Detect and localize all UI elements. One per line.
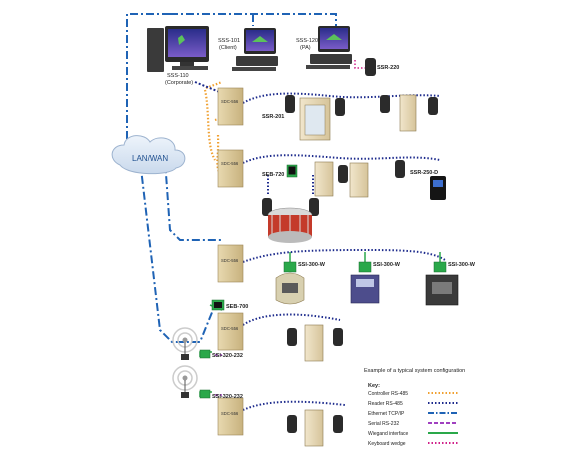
row4-devices	[287, 324, 343, 362]
controller-2: SDC-556	[217, 149, 244, 188]
controller-4-label: SDC-556	[221, 326, 239, 331]
controller-1-label: SDC-556	[221, 99, 239, 104]
turnstile	[267, 207, 313, 243]
controller-3: SDC-556	[217, 244, 244, 283]
ssi300w-1-label: SSI-300-W	[298, 262, 326, 268]
legend-item-label: Serial RS-232	[368, 421, 399, 427]
legend-item: Controller RS-485	[368, 391, 458, 397]
ssi300w-2-label: SSI-300-W	[373, 262, 401, 268]
legend-item: Reader RS-485	[368, 401, 458, 407]
controller-4: SDC-556	[217, 312, 244, 351]
workstation-client: SSS-101 (Client)	[218, 28, 278, 71]
workstation-pa: SSS-120 (PA)	[296, 26, 352, 69]
ssr201-label: SSR-201	[262, 114, 284, 120]
seb700-device: SEB-700	[211, 299, 248, 311]
workstation-corporate-line1: SSS-110	[167, 73, 189, 79]
row2-devices: SEB-720 SSR-250-D	[262, 160, 446, 243]
legend-item-label: Wiegand interface	[368, 431, 409, 437]
corporate-link	[194, 81, 223, 94]
legend-item: Serial RS-232	[368, 421, 458, 427]
wireless-unit-1: SSI-320-232	[172, 327, 243, 360]
workstation-corporate: SSS-110 (Corporate)	[147, 26, 209, 86]
serial-lines	[215, 354, 222, 396]
workstation-pa-line2: (PA)	[300, 45, 311, 51]
ssr250d-label: SSR-250-D	[410, 170, 438, 176]
legend-item: Keyboard wedge	[368, 441, 458, 447]
seb700-label: SEB-700	[226, 304, 248, 310]
ssr220-reader: SSR-220	[365, 58, 399, 76]
controller-5: SDC-556	[217, 397, 244, 436]
ssr220-label: SSR-220	[377, 65, 399, 71]
legend-item-label: Controller RS-485	[368, 391, 408, 397]
controller-5-label: SDC-556	[221, 411, 239, 416]
legend-item: Ethernet TCP/IP	[368, 411, 458, 417]
controller-2-label: SDC-556	[221, 161, 239, 166]
seb720-label: SEB-720	[262, 172, 284, 178]
ssi320-1-label: SSI-320-232	[212, 353, 243, 359]
ssi300w-3-label: SSI-300-W	[448, 262, 476, 268]
reader-rs485-lines	[242, 92, 446, 411]
lan-wan-cloud: LAN/WAN	[111, 135, 186, 175]
row3-devices: SSI-300-W SSI-300-W SSI-300-W	[275, 261, 476, 306]
legend: Example of a typical system configuratio…	[364, 368, 465, 447]
row1-devices: SSR-201	[262, 94, 438, 141]
workstation-client-line1: SSS-101	[218, 38, 240, 44]
legend-heading: Key:	[368, 383, 380, 389]
legend-item: Wiegand interface	[368, 431, 458, 437]
legend-item-label: Reader RS-485	[368, 401, 403, 407]
controller-1: SDC-556	[217, 87, 244, 126]
legend-title: Example of a typical system configuratio…	[364, 368, 465, 374]
controller-3-label: SDC-556	[221, 258, 239, 263]
ssi320-2-label: SSI-320-232	[212, 394, 243, 400]
keyboard-wedge-line	[354, 60, 365, 69]
legend-item-label: Keyboard wedge	[368, 441, 406, 447]
wireless-unit-2: SSI-320-232	[172, 365, 243, 400]
row5-devices	[287, 409, 343, 447]
workstation-corporate-line2: (Corporate)	[165, 80, 193, 86]
lan-wan-label: LAN/WAN	[132, 154, 168, 163]
workstation-client-line2: (Client)	[219, 45, 237, 51]
legend-item-label: Ethernet TCP/IP	[368, 411, 405, 417]
workstation-pa-line1: SSS-120	[296, 38, 318, 44]
